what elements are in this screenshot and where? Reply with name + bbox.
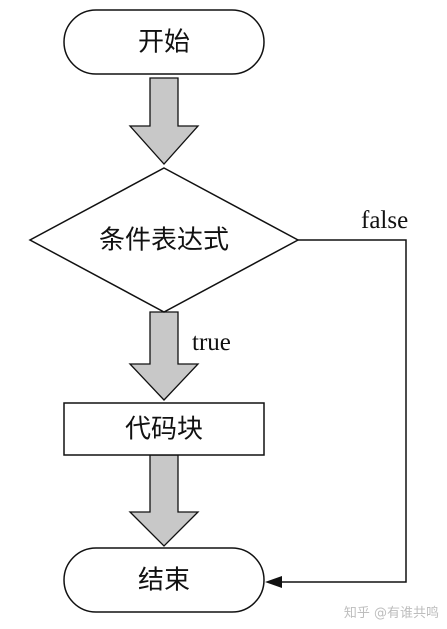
start-label: 开始: [138, 28, 190, 58]
end-label: 结束: [138, 566, 190, 596]
code-block-node: 代码块: [63, 402, 265, 456]
true-label: true: [192, 329, 231, 356]
code-block-label: 代码块: [125, 415, 203, 445]
condition-label: 条件表达式: [99, 226, 229, 256]
false-branch-line: [280, 239, 407, 583]
flow-arrow-block-to-end: [128, 454, 200, 547]
false-branch-arrowhead: [265, 576, 282, 588]
flow-arrow-condition-to-block: [128, 311, 200, 401]
start-node: 开始: [63, 9, 265, 75]
flow-arrow-start-to-condition: [128, 77, 200, 165]
watermark: 知乎 @有谁共鸣: [343, 606, 439, 621]
false-label: false: [361, 207, 408, 234]
condition-node: 条件表达式: [28, 167, 300, 313]
end-node: 结束: [63, 547, 265, 613]
